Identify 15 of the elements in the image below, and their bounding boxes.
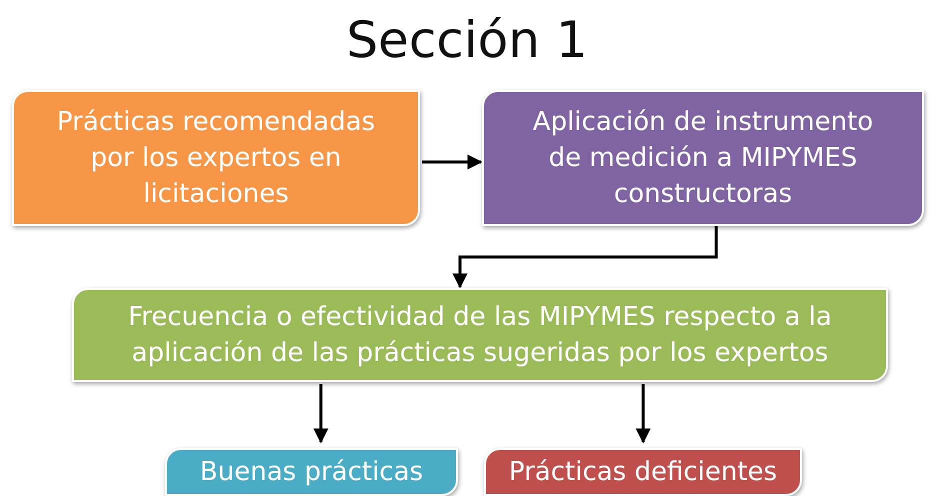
diagram-title: Sección 1 <box>345 10 589 71</box>
process-box <box>72 288 888 382</box>
box-text: Aplicación de instrumento de medición a MIPYMES constructoras <box>532 106 874 211</box>
box-text: Prácticas recomendadas por los expertos en licitaciones <box>56 106 376 211</box>
process-box <box>484 448 802 496</box>
process-box <box>12 90 420 226</box>
arrow <box>313 384 328 444</box>
process-box <box>165 448 458 496</box>
box-text: Frecuencia o efectividad de las MIPYMES respecto a la aplicación de las prácticas sugeridas por los expertos <box>127 301 833 370</box>
box-text: Buenas prácticas <box>200 456 424 489</box>
process-box <box>482 90 924 226</box>
box-text: Prácticas deficientes <box>508 456 778 489</box>
arrow <box>452 226 718 288</box>
arrow <box>422 154 482 170</box>
arrow <box>636 384 651 444</box>
